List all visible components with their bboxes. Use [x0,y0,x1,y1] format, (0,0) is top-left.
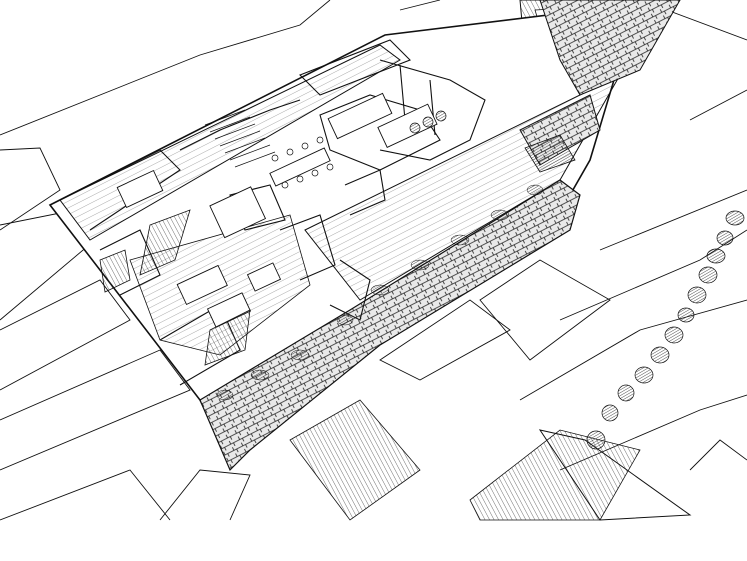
bath-vanity-shape [116,169,164,209]
planter-shrubs [216,184,544,401]
kitchen-island-shape [327,92,393,140]
sofa-shape [176,264,228,306]
terrain-contour-lines [0,0,747,521]
furniture [116,92,438,328]
fireplace-block-shape [209,186,267,239]
stairs [204,109,276,168]
dining-chairs [271,136,334,189]
tree-row [586,210,745,450]
bar-stools [409,110,447,134]
kitchen-counter-shape [377,103,438,148]
glazing-shadow-panels [99,134,576,366]
armchair-shape [246,262,282,292]
dining-table-shape [269,147,331,187]
